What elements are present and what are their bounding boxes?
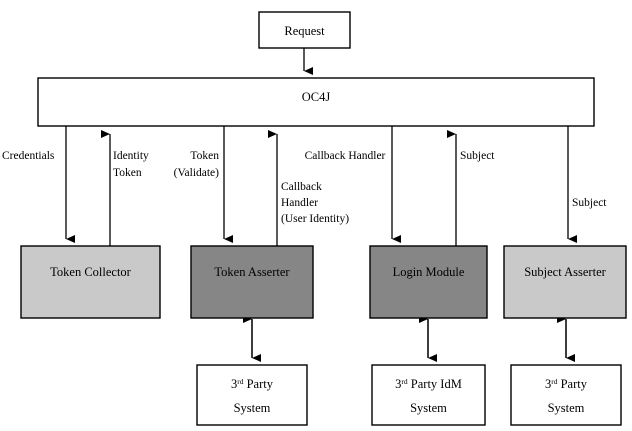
node-third-party-system-2[interactable]: 3rd Party System [510, 364, 622, 426]
node-third-party-system-1-line2: System [234, 401, 271, 415]
edge-label-callback-handler-user-identity-line3: (User Identity) [281, 213, 349, 225]
node-third-party-system-2-line1: 3rd Party [545, 377, 588, 391]
node-request-label: Request [284, 24, 325, 38]
edge-label-identity-token-line2: Token [113, 167, 142, 179]
node-login-module[interactable]: Login Module [369, 245, 488, 319]
node-third-party-idm-system-line1: 3rd Party IdM [395, 377, 462, 391]
node-request[interactable]: Request [258, 11, 351, 49]
node-third-party-system-2-line2: System [548, 401, 585, 415]
node-oc4j[interactable]: OC4J [37, 77, 595, 127]
edge-label-callback-handler-user-identity-line1: Callback [281, 181, 322, 193]
edge-label-credentials: Credentials [2, 150, 55, 162]
node-token-collector-label: Token Collector [50, 265, 132, 279]
node-subject-asserter-label: Subject Asserter [524, 265, 606, 279]
node-third-party-idm-system-line2: System [410, 401, 447, 415]
edge-label-identity-token-line1: Identity [113, 150, 149, 162]
edge-label-token-validate-line2: (Validate) [174, 167, 220, 179]
edge-label-subject-from-login-module: Subject [460, 150, 495, 162]
node-subject-asserter[interactable]: Subject Asserter [503, 245, 627, 319]
node-third-party-idm-system[interactable]: 3rd Party IdM System [371, 364, 486, 426]
node-oc4j-label: OC4J [302, 90, 331, 104]
edge-label-callback-handler-user-identity-line2: Handler [281, 197, 318, 209]
node-login-module-label: Login Module [393, 265, 465, 279]
edge-label-token-validate-line1: Token [190, 150, 219, 162]
node-token-asserter-label: Token Asserter [214, 265, 290, 279]
edge-label-subject-to-subject-asserter: Subject [572, 197, 607, 209]
edge-label-callback-handler: Callback Handler [305, 150, 386, 162]
node-token-collector[interactable]: Token Collector [20, 245, 161, 319]
node-third-party-system-1[interactable]: 3rd Party System [196, 364, 308, 426]
node-third-party-system-1-line1: 3rd Party [231, 377, 274, 391]
node-token-asserter[interactable]: Token Asserter [190, 245, 314, 319]
